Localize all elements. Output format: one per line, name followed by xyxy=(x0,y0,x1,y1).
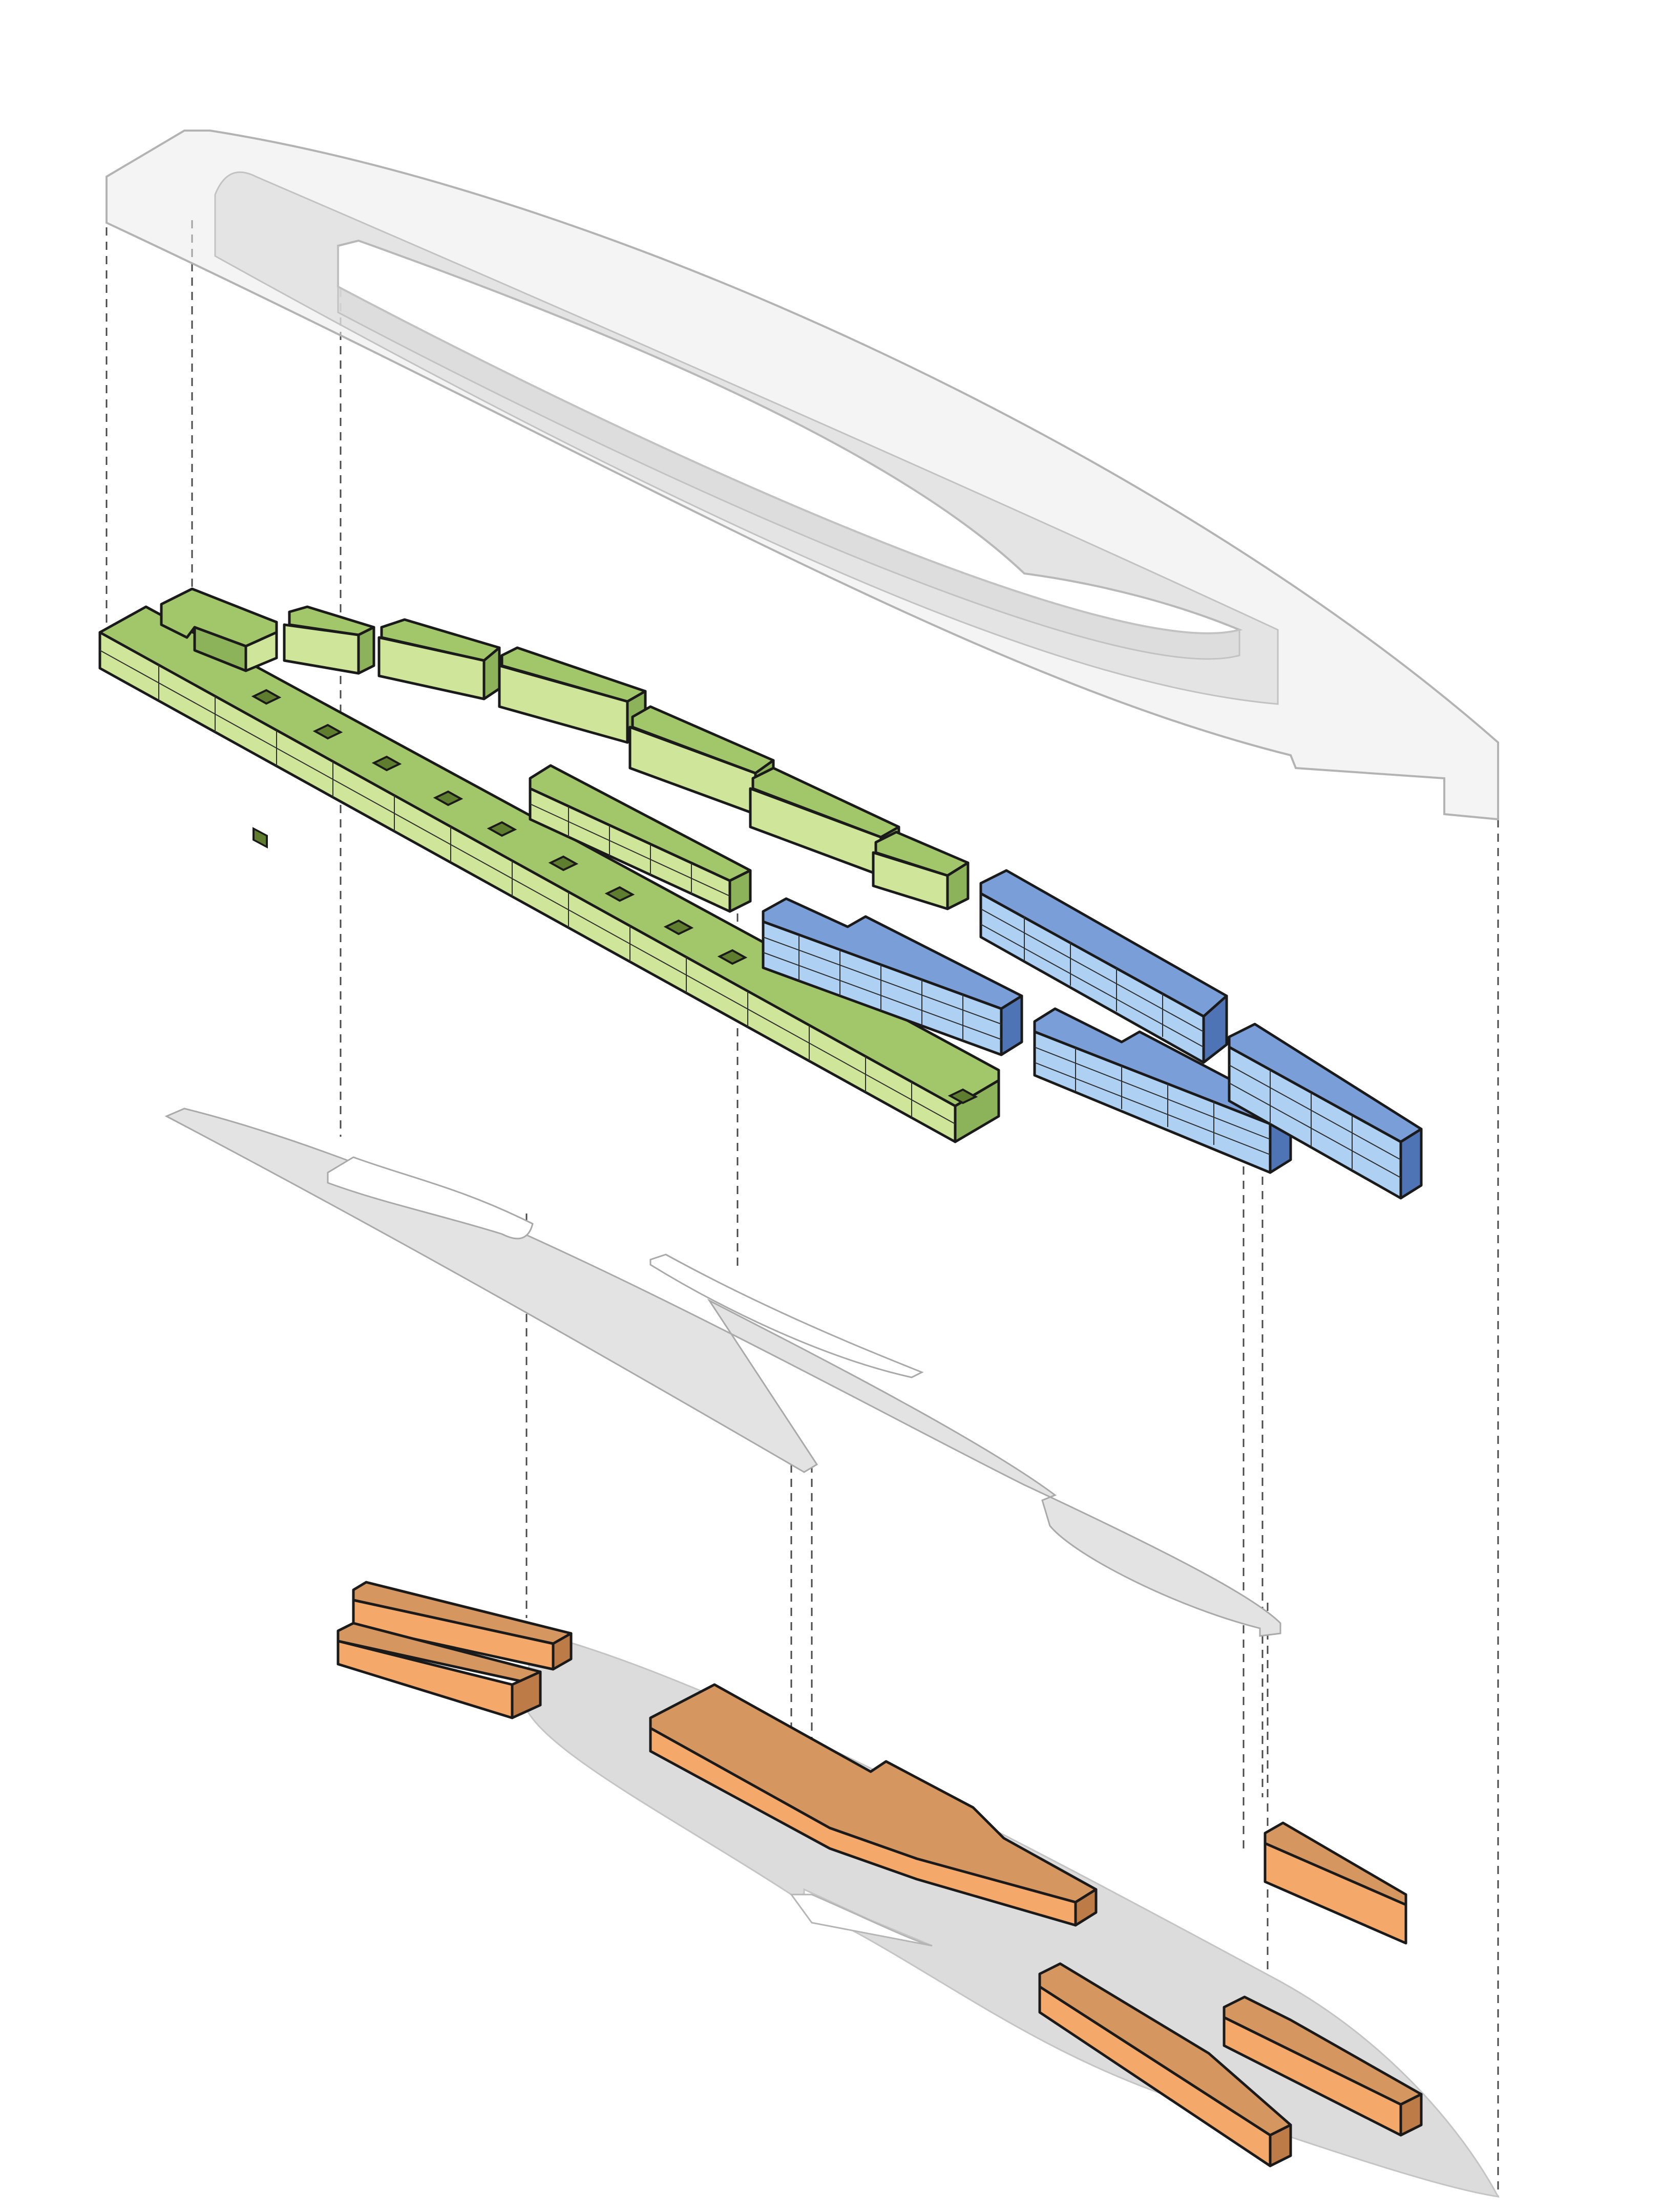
courtyard xyxy=(717,949,748,965)
courtyard xyxy=(433,790,464,806)
block-side xyxy=(1269,2123,1292,2167)
blue-blocks xyxy=(762,869,1423,1200)
block-side xyxy=(1399,2093,1423,2137)
block-side xyxy=(193,626,247,672)
block-side xyxy=(357,626,375,675)
block-side xyxy=(511,1670,542,1719)
green-corner-block xyxy=(160,587,278,672)
block-side xyxy=(1399,1128,1423,1200)
green-courtyards xyxy=(251,689,978,1104)
block-top xyxy=(1264,1821,1407,1906)
upper-building-volumes xyxy=(98,587,1423,1200)
green-middle-bar xyxy=(529,764,752,913)
block-side xyxy=(954,1079,1000,1143)
courtyard xyxy=(487,821,517,837)
block-side xyxy=(728,869,752,913)
ground-level xyxy=(336,1581,1500,2198)
courtyard xyxy=(948,1088,978,1104)
green-arc-blocks xyxy=(283,605,970,910)
courtyard xyxy=(251,689,282,705)
courtyard xyxy=(312,724,343,740)
block-front xyxy=(1264,1842,1407,1945)
alignment-guides xyxy=(106,184,1499,2197)
block-side xyxy=(1074,1888,1098,1927)
roof-canopy xyxy=(106,130,1499,821)
block-side xyxy=(552,1632,573,1671)
podium-plaza-plate xyxy=(164,1108,1281,1637)
block-side xyxy=(946,861,970,910)
courtyard xyxy=(663,919,694,935)
courtyard xyxy=(548,855,579,871)
courtyard xyxy=(604,886,635,902)
courtyard xyxy=(252,827,268,849)
courtyard xyxy=(371,755,402,772)
